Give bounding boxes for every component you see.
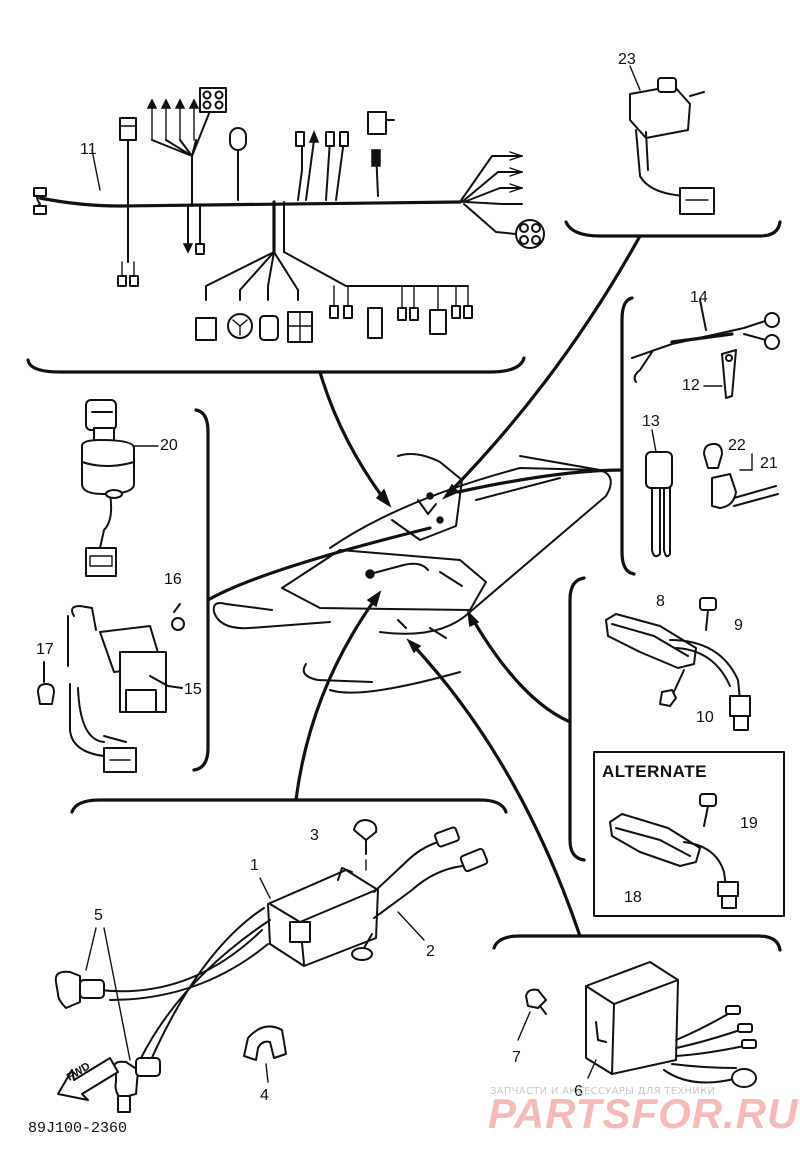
callout-20: 20 xyxy=(160,437,178,454)
nut-17 xyxy=(37,661,55,705)
bracket-frames xyxy=(26,220,785,952)
callout-13: 13 xyxy=(642,413,660,430)
callout-11: 11 xyxy=(80,141,97,158)
callout-3: 3 xyxy=(310,827,319,844)
sensor-13 xyxy=(645,429,673,558)
screw-9 xyxy=(699,597,717,631)
bulb-21-22 xyxy=(703,443,779,509)
callout-10: 10 xyxy=(696,709,714,726)
callout-2: 2 xyxy=(426,943,435,960)
callout-5: 5 xyxy=(94,907,103,924)
regulator-8 xyxy=(605,613,751,731)
main-switch-20 xyxy=(81,399,159,577)
ignition-coil-1 xyxy=(99,826,489,1063)
switch-23 xyxy=(629,65,715,215)
fwd-arrow xyxy=(57,1057,119,1101)
callout-14: 14 xyxy=(690,289,708,306)
wire-lead-14 xyxy=(631,299,780,383)
cdi-unit-6 xyxy=(585,961,757,1088)
callout-8: 8 xyxy=(656,593,665,610)
callout-7: 7 xyxy=(512,1049,521,1066)
screw-3 xyxy=(353,819,378,871)
callout-4: 4 xyxy=(260,1087,269,1104)
screw-19 xyxy=(699,793,717,827)
snowmobile-chassis xyxy=(212,453,612,694)
callout-17: 17 xyxy=(36,641,54,658)
callout-9: 9 xyxy=(734,617,743,634)
alternate-box xyxy=(593,751,785,917)
watermark-tagline: ЗАПЧАСТИ И АКСЕССУАРЫ ДЛЯ ТЕХНИКИ xyxy=(490,1086,716,1097)
callout-15: 15 xyxy=(184,681,202,698)
alternate-heading: ALTERNATE xyxy=(602,762,707,781)
cdi-unit-15 xyxy=(67,605,183,773)
callout-19: 19 xyxy=(740,815,758,832)
wire-harness-11 xyxy=(33,87,545,343)
callout-23: 23 xyxy=(618,51,636,68)
nut-10 xyxy=(659,689,677,707)
callout-12: 12 xyxy=(682,377,700,394)
screw-7 xyxy=(517,988,547,1041)
watermark-logo: PARTSFOR.RU xyxy=(488,1090,799,1137)
clamp-4 xyxy=(243,1025,287,1083)
callout-21: 21 xyxy=(760,455,778,472)
callout-22: 22 xyxy=(728,437,746,454)
drawing-code: 89J100-2360 xyxy=(28,1120,128,1137)
regulator-18 xyxy=(609,813,739,909)
band-12 xyxy=(703,349,737,399)
callout-18: 18 xyxy=(624,889,642,906)
callout-16: 16 xyxy=(164,571,182,588)
spark-plug-caps-5 xyxy=(54,927,161,1113)
callout-1: 1 xyxy=(250,857,259,874)
screw-16 xyxy=(171,603,185,631)
callout-6: 6 xyxy=(574,1083,583,1100)
